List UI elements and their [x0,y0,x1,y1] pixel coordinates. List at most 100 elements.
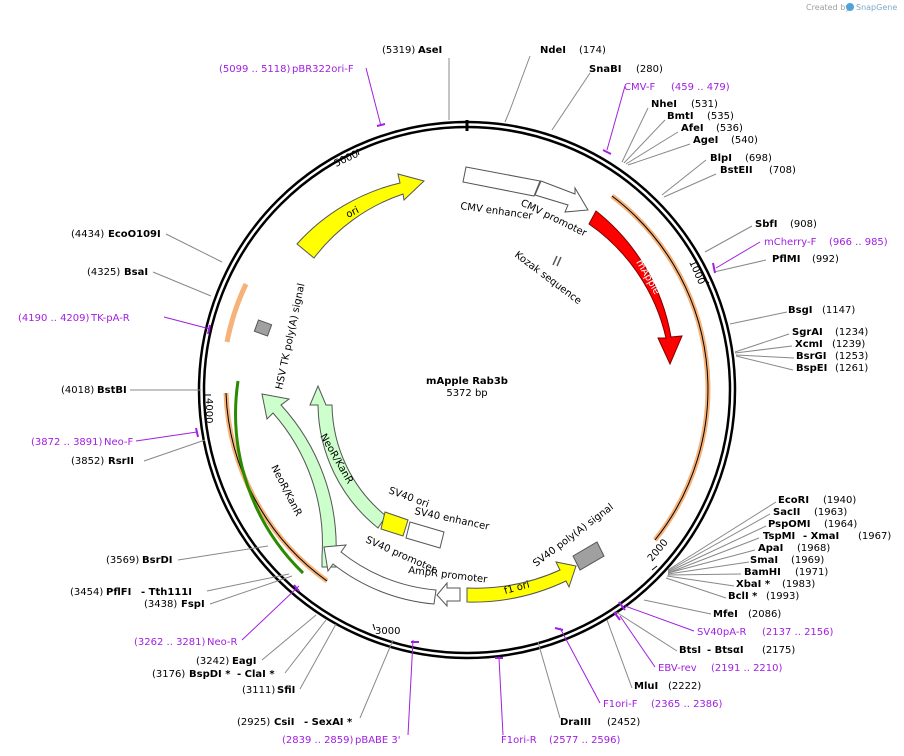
tick-5000: 5000 [333,149,361,170]
primer-range: (3262 .. 3281) [134,637,206,648]
primer-name[interactable]: EBV-rev [658,663,697,674]
site-sep[interactable]: - SexAI * [304,717,353,728]
site-name[interactable]: BstEII [720,165,753,176]
feature-sv40-polya-shape[interactable] [572,541,605,571]
site-name[interactable]: XbaI * [736,579,771,590]
site-pos: (1963) [814,507,847,518]
primer-range: (2191 .. 2210) [711,663,783,674]
primer-name[interactable]: CMV-F [624,82,655,93]
plasmid-name: mApple Rab3b [426,376,508,387]
site-pos: (5319) [382,45,415,56]
site-name[interactable]: EagI [232,656,256,667]
site-pos: (540) [731,135,758,146]
site-pos: (992) [812,254,839,265]
feature-cmv-promoter-shape[interactable] [534,180,589,213]
primer-name[interactable]: Neo-R [207,637,238,648]
primer-name[interactable]: Neo-F [104,437,134,448]
feature-kozak-sequence: Kozak sequence [512,250,583,307]
site-sep[interactable]: - ClaI * [237,669,275,680]
primer-range: (2137 .. 2156) [762,627,834,638]
site-name[interactable]: SbfI [755,219,777,230]
site-name[interactable]: NdeI [540,45,566,56]
tick-3000: 3000 [375,626,400,637]
site-name[interactable]: BspEI [796,363,827,374]
site-name[interactable]: BmtI [667,111,694,122]
site-name[interactable]: BsrDI [142,555,173,566]
site-name[interactable]: AfeI [681,123,704,134]
site-pos: (3438) [144,599,177,610]
primer-name[interactable]: mCherry-F [764,237,817,248]
site-name[interactable]: EcoRI [778,495,809,506]
feature-neor-kanr-inner-shape[interactable] [309,384,387,529]
site-name[interactable]: SnaBI [589,64,621,75]
feature-cmv-enhancer-shape[interactable] [462,166,541,197]
site-pos: (3569) [106,555,139,566]
site-name[interactable]: BsrGI [796,351,826,362]
snapgene-logo-icon [846,3,854,11]
site-pos: (2452) [607,717,640,728]
site-name[interactable]: TspMI [763,531,795,542]
site-name[interactable]: AseI [418,45,442,56]
site-name[interactable]: BstBI [97,385,127,396]
site-name[interactable]: AgeI [693,135,718,146]
site-name[interactable]: SfiI [277,685,295,696]
feature-ampr-promoter-shape[interactable] [436,581,461,608]
feature-hsv-tk-polya-shape[interactable] [253,319,273,337]
created-by-text: Created by [806,3,850,12]
site-name[interactable]: FspI [181,599,205,610]
site-pos: (536) [716,123,743,134]
site-pos: (3111) [242,685,275,696]
primer-name[interactable]: SV40pA-R [697,627,746,638]
primer-name[interactable]: TK-pA-R [90,313,130,324]
primer-name[interactable]: pBR322ori-F [292,64,354,75]
feature-f1-ori-shape[interactable] [466,561,577,603]
feature-sv40-ori: SV40 ori [387,485,430,510]
orf-arcs [223,194,711,584]
site-pos: (1968) [797,543,830,554]
site-name[interactable]: BtsI [679,645,701,656]
site-name[interactable]: RsrII [108,456,134,467]
site-sep[interactable]: - Tth111I [141,587,192,598]
primer-name[interactable]: F1ori-F [603,699,638,710]
site-name[interactable]: SgrAI [792,327,823,338]
feature-ori: ori [344,205,361,221]
site-name[interactable]: BsaI [124,267,148,278]
feature-sv40-ori-shape[interactable] [380,511,409,537]
site-name[interactable]: BspDI * [189,669,231,680]
site-name[interactable]: PspOMI [768,519,810,530]
primer-name[interactable]: F1ori-R [501,735,537,746]
site-name[interactable]: EcoO109I [108,229,161,240]
primer-range: (2839 .. 2859) [282,735,354,746]
site-name[interactable]: BamHI [744,567,781,578]
site-name[interactable]: BsgI [788,305,812,316]
feature-sv40-enhancer-shape[interactable] [405,521,445,549]
site-name[interactable]: MluI [634,681,658,692]
site-name[interactable]: MfeI [713,609,738,620]
site-name[interactable]: BclI * [728,591,758,602]
site-pos: (2222) [668,681,701,692]
primer-leader-lines [135,67,761,736]
site-name[interactable]: SacII [773,507,800,518]
site-pos: (2175) [762,645,795,656]
site-name[interactable]: DraIII [560,717,591,728]
site-name[interactable]: NheI [651,99,677,110]
site-name[interactable]: SmaI [750,555,778,566]
site-name[interactable]: PflFI [106,587,131,598]
site-sep[interactable]: - XmaI [803,531,839,542]
site-name[interactable]: CsiI [274,717,294,728]
feature-ori-shape[interactable] [296,173,425,259]
feature-sv40-promoter-shape[interactable] [323,544,437,605]
primer-range: (3872 .. 3891) [31,437,103,448]
site-name[interactable]: BlpI [710,153,732,164]
site-sep[interactable]: - BtsαI [707,645,744,656]
site-name[interactable]: ApaI [758,543,783,554]
primer-name[interactable]: pBABE 3' [355,735,401,746]
site-name[interactable]: XcmI [795,339,823,350]
site-pos: (1253) [835,351,868,362]
feature-mapple-shape[interactable] [588,210,683,366]
primer-range: (5099 .. 5118) [219,64,291,75]
site-name[interactable]: PflMI [772,254,800,265]
site-pos: (1993) [766,591,799,602]
